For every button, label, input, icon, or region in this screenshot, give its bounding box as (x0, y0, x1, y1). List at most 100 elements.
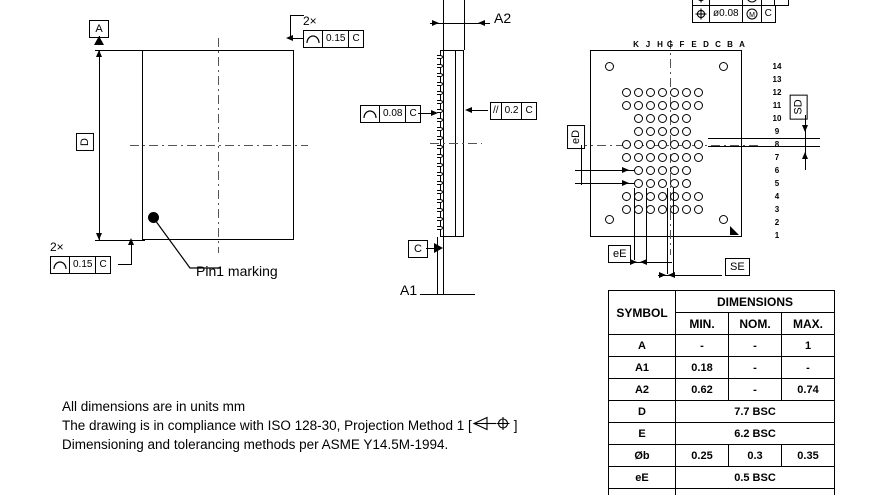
grid-row-label: 12 (772, 88, 782, 97)
cell-symbol: Øb (608, 444, 676, 467)
ee-arrow-right (640, 259, 647, 265)
fcf-top-elbow-h (290, 15, 304, 16)
bga-ball (646, 205, 655, 214)
dimension-d-label-wrap: D (75, 133, 94, 151)
bottom-view: ø0.15 M A B (560, 0, 880, 290)
a1-ext-right (443, 237, 444, 295)
sd-arrow-bottom (802, 152, 808, 159)
mmc-modifier-icon: M (746, 0, 757, 3)
fcf-side-flatness: 0.08 C (360, 105, 421, 123)
table-header-row-2: MIN. NOM. MAX. (609, 312, 835, 335)
bga-ball (682, 179, 691, 188)
bga-ball (658, 127, 667, 136)
grid-column-label: A (739, 40, 745, 49)
bga-ball (634, 127, 643, 136)
side-lead (437, 64, 443, 68)
bga-ball (646, 140, 655, 149)
arrow-d-top (96, 50, 102, 57)
bga-ball (622, 140, 631, 149)
cell-value-span: 0.5 BSC (675, 466, 835, 489)
bga-ball (634, 114, 643, 123)
bga-ball (682, 153, 691, 162)
cell-max: 0.74 (781, 378, 835, 401)
bga-ball (646, 127, 655, 136)
side-lead (437, 190, 443, 194)
cell-symbol: D (608, 400, 676, 423)
cell-value-span: 6.2 BSC (675, 422, 835, 445)
bottom-centerline-horizontal (578, 145, 758, 146)
flatness-symbol-bottom (51, 257, 70, 273)
cell-nom: - (728, 334, 782, 357)
grid-row-label: 3 (774, 205, 780, 214)
grid-row-label: 10 (772, 114, 782, 123)
mmc-modifier-icon-2: M (746, 8, 758, 20)
bga-ball (658, 88, 667, 97)
top-view: D A Pin1 marking 2× 0.15 C (0, 0, 370, 300)
arrow-d-bottom (96, 233, 102, 240)
dim-a1-label: A1 (400, 282, 418, 298)
centerline-horizontal (130, 145, 308, 146)
cell-min: 0.25 (675, 444, 729, 467)
fcf-bottom-tolerance: 0.15 (70, 257, 97, 273)
bga-ball (658, 140, 667, 149)
cell-max: - (781, 356, 835, 379)
grid-column-label: K (633, 40, 639, 49)
grid-row-label: 2 (774, 218, 780, 227)
bga-ball (694, 192, 703, 201)
fcf-bottom-leader-v (131, 240, 132, 265)
grid-row-label: 11 (772, 101, 782, 110)
header-nom: NOM. (728, 312, 782, 335)
bga-ball (658, 166, 667, 175)
bga-ball (646, 192, 655, 201)
fcf-bottom-wrap: 0.15 C (50, 256, 111, 274)
corner-circle-tl (605, 62, 614, 71)
bga-ball (694, 140, 703, 149)
fcf-position-top-datum-a: A (762, 0, 776, 5)
note-line-3: Dimensioning and tolerancing methods per… (62, 437, 449, 452)
fcf-parallel-arrow (465, 107, 472, 113)
ed-leader-vertical (581, 145, 582, 185)
table-row: eD0.5 BSC (608, 488, 835, 495)
grid-column-label: H (657, 40, 663, 49)
bga-ball (622, 192, 631, 201)
bga-ball (646, 114, 655, 123)
cell-nom: - (728, 378, 782, 401)
grid-row-label: 7 (774, 153, 780, 162)
cell-symbol: A (608, 334, 676, 357)
fcf-bottom-leader-h (118, 264, 132, 265)
bga-ball (622, 101, 631, 110)
sd-arrow-top (802, 125, 808, 132)
cell-nom: - (728, 356, 782, 379)
position-symbol-top (693, 0, 710, 5)
side-lead (437, 91, 443, 95)
side-lead (437, 55, 443, 59)
fcf-side-flatness-datum: C (409, 108, 417, 119)
bga-ball (694, 88, 703, 97)
fcf-top-wrap: 0.15 C (303, 30, 364, 48)
pin1-marking-label: Pin1 marking (196, 263, 278, 279)
side-lead (437, 181, 443, 185)
true-position-icon-2 (695, 8, 707, 20)
ee-dimension-line (630, 262, 672, 263)
bga-ball (658, 179, 667, 188)
cell-symbol: eE (608, 466, 676, 489)
ee-ext-2 (646, 188, 647, 260)
grid-column-label: E (691, 40, 697, 49)
grid-row-label: 13 (772, 75, 782, 84)
bga-ball (634, 166, 643, 175)
parallelism-symbol: // (491, 103, 502, 119)
fcf-flatness-arrow (431, 110, 438, 116)
grid-column-label: D (703, 40, 709, 49)
sd-extension-2 (708, 146, 820, 147)
a1-ext-left (437, 237, 438, 295)
bga-ball (622, 153, 631, 162)
grid-row-label: 5 (774, 179, 780, 188)
cell-value-span: 7.7 BSC (675, 400, 835, 423)
ee-ext-1 (634, 188, 635, 260)
fcf-bottom-datum: C (99, 259, 107, 270)
